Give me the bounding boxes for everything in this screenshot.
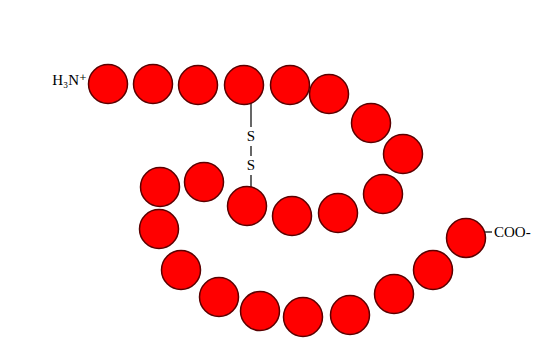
amino-acid-bead [241,292,280,331]
terminal-label: H₃N⁺ [52,73,87,88]
amino-acid-bead [284,298,323,337]
amino-acid-bead [331,296,370,335]
amino-acid-bead [134,65,173,104]
sulfur-label: S [247,129,255,144]
amino-acid-bead [273,197,312,236]
amino-acid-bead [140,210,179,249]
bond-line [485,231,492,232]
bond-line [250,175,251,187]
terminal-label: COO- [494,225,531,240]
amino-acid-bead [225,66,264,105]
amino-acid-bead [141,168,180,207]
amino-acid-bead [364,175,403,214]
amino-acid-bead [319,194,358,233]
amino-acid-bead [447,219,486,258]
amino-acid-bead [352,104,391,143]
bond-line [250,146,251,156]
amino-acid-bead [162,251,201,290]
amino-acid-bead [414,251,453,290]
amino-acid-bead [200,278,239,317]
amino-acid-bead [179,66,218,105]
amino-acid-bead [271,66,310,105]
sulfur-label: S [247,158,255,173]
amino-acid-bead [185,163,224,202]
bond-line [250,103,251,127]
amino-acid-bead [89,65,128,104]
amino-acid-bead [228,187,267,226]
amino-acid-bead [375,275,414,314]
amino-acid-bead [384,135,423,174]
amino-acid-bead [310,75,349,114]
amino-acid-chain [89,65,486,337]
